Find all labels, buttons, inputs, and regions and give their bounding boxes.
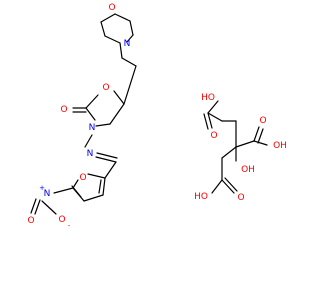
nitro-nitrogen-label: N: [44, 189, 51, 199]
bond: [34, 199, 41, 215]
bond: [123, 65, 137, 105]
nitro-oxygen-double-label: O: [27, 216, 34, 226]
bond: [95, 123, 111, 127]
central-hydroxyl-label: OH: [241, 165, 255, 175]
nitro-oxygen-single-label: O: [58, 215, 65, 225]
bond: [84, 134, 93, 148]
furan-ring: [71, 173, 106, 202]
bond: [85, 107, 96, 121]
bond: [83, 194, 104, 202]
bond: [41, 200, 57, 215]
nitro-minus-charge: -: [68, 222, 71, 230]
morpholine-ring: [100, 13, 137, 67]
bond: [207, 100, 219, 114]
molecule-canvas: O N O O N N O N + O O - HO O: [27, 3, 287, 230]
right-molecule: HO O O OH OH HO O: [194, 93, 287, 203]
bond: [85, 94, 99, 109]
acid2-carbonyl-oxygen-label: O: [259, 116, 266, 126]
bond: [100, 21, 106, 37]
acid3-carbonyl-oxygen-label: O: [237, 193, 244, 203]
carbonyl-oxygen-label: O: [60, 105, 67, 115]
bond: [221, 146, 237, 159]
bond: [100, 13, 116, 23]
imine-nitrogen-label: N: [87, 149, 94, 159]
acid1-carbonyl-oxygen-label: O: [210, 131, 217, 141]
bond: [72, 179, 79, 189]
bond: [119, 42, 123, 59]
bond: [253, 140, 268, 146]
bond: [104, 161, 117, 179]
ring-oxygen-label: O: [102, 83, 109, 93]
left-molecule: O N O O N N O N + O O -: [27, 3, 137, 230]
furan-oxygen-label: O: [79, 173, 86, 183]
bond: [87, 173, 106, 179]
bond: [235, 140, 255, 148]
acid1-hydroxyl-label: HO: [201, 93, 215, 103]
bond: [221, 179, 235, 194]
morpholine-oxygen-label: O: [108, 3, 115, 13]
bond: [53, 187, 74, 194]
oxazolidinone-ring: [72, 90, 125, 127]
bond: [95, 156, 117, 163]
bond: [257, 128, 264, 144]
bond: [98, 179, 102, 194]
ring-nitrogen-label: N: [89, 123, 96, 133]
bond: [109, 103, 125, 125]
bond: [114, 13, 131, 22]
structure-diagram: O N O O N N O N + O O - HO O: [27, 3, 287, 230]
acid2-hydroxyl-label: OH: [273, 141, 287, 151]
bond: [121, 57, 137, 67]
bond: [104, 35, 121, 44]
bond: [203, 113, 209, 130]
nitro-plus-charge: +: [39, 184, 45, 192]
bond: [207, 112, 213, 129]
bond: [211, 179, 223, 194]
bond: [126, 34, 134, 43]
bond: [102, 177, 106, 196]
bond: [207, 112, 223, 122]
acid3-hydroxyl-label: HO: [194, 192, 208, 202]
bond: [113, 90, 125, 105]
bond: [224, 177, 238, 192]
bond: [129, 20, 134, 36]
bond: [96, 152, 118, 159]
bond: [30, 198, 37, 214]
morpholine-nitrogen-label: N: [124, 39, 131, 49]
bond: [253, 126, 260, 142]
